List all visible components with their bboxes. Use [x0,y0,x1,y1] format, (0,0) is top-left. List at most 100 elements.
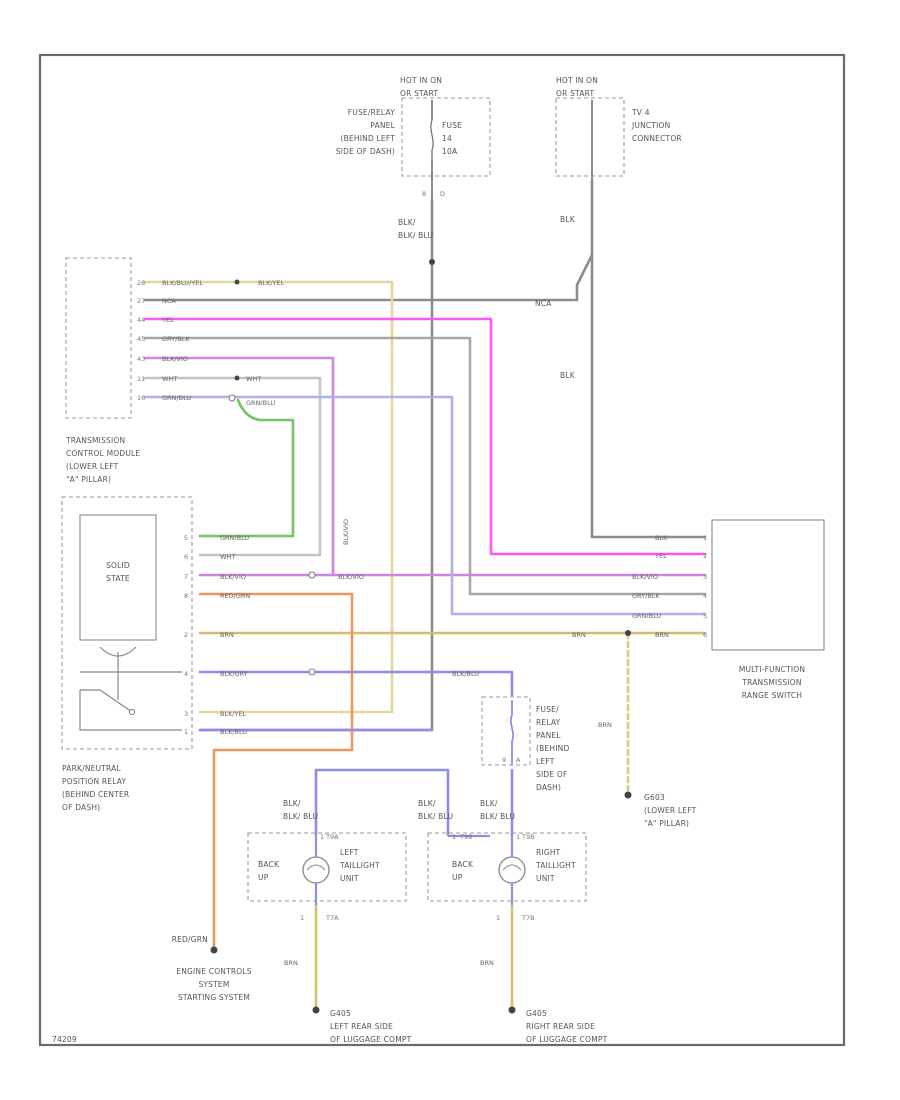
fuse2-wire-1: BLK/ [480,799,498,808]
relay-right-7: BLK/VIO [338,573,364,581]
fuse14-name: FUSE [442,121,462,130]
left-wire-1: BLK/ [283,799,301,808]
mfs-pin-4: 4 [703,592,707,600]
tcm-box [65,257,132,419]
label-blk-blu-top: BLK/ BLU [398,231,433,240]
relay-label-7: BLK/VIO [220,573,246,581]
right-pin-top: 1 [516,833,520,841]
right-unit-3: UNIT [536,874,555,883]
tcm-node-11 [234,375,240,381]
engine-node [210,946,218,954]
left-lamp-filament [306,864,326,871]
tcm-pin-45: 45 [137,335,145,343]
fuse2-element [509,700,515,765]
label-brn-vertical: BRN [598,721,612,729]
hot-right-line1: HOT IN ON [556,76,598,85]
junction-line3: CONNECTOR [632,134,682,143]
right-bottom-connector: T7B [521,914,535,922]
relay-pin-5: 5 [184,534,188,542]
wire-grn-blu-tcm [143,395,707,616]
tcm-label-45: GRY/BLK [162,335,190,343]
diagram-frame [38,53,846,1047]
left-lamp-label-2: UP [258,873,269,882]
wire-grn-blu-green [198,398,295,538]
relay-label-line1: PARK/NEUTRAL [62,764,121,773]
right-lamp-leads [448,834,514,905]
fuse-panel-line2: PANEL [370,121,395,130]
tcm-label-44: YEL [161,316,174,324]
mfs-box [711,519,825,651]
tcm-pins: 28 BLK/BLU/YEL BLK/YEL 27 NCA 44 YEL 45 … [137,279,285,407]
g603-line3: "A" PILLAR) [644,819,689,828]
right-unit-2: TAILLIGHT [535,861,576,870]
wire-gry-blk [143,336,707,596]
right-ground-1: G405 [526,1009,547,1018]
splice-fuse14 [429,259,435,265]
left-backup-lamp [302,856,330,884]
tcm-label-line2: CONTROL MODULE [66,449,140,458]
left-ground-2: LEFT REAR SIDE [330,1022,393,1031]
tcm-label-28: BLK/BLU/YEL [162,279,203,287]
fuse14-element [430,119,434,160]
mfs-label-line1: MULTI-FUNCTION [739,665,805,674]
wire-tail-bridge [314,768,450,837]
right-ground-2: RIGHT REAR SIDE [526,1022,595,1031]
left-ground-1: G405 [330,1009,351,1018]
mfs-label-line3: RANGE SWITCH [742,691,802,700]
left-wire: BLK/ BLU [283,812,318,821]
mfs-label-2: YEL [654,552,667,560]
splice-brn [625,630,631,636]
fuse-panel-line3: (BEHIND LEFT [340,134,395,143]
wire-blk-vio [143,356,707,577]
fuse2-line6: SIDE OF [536,770,568,779]
right-ground-3: OF LUGGAGE COMPT [526,1035,608,1044]
mfs-pin-5: 5 [703,612,707,620]
tcm-label-27: NCA [162,297,176,305]
engine-line3: STARTING SYSTEM [178,993,250,1002]
tcm-pin-43: 43 [137,355,145,363]
left-unit-2: TAILLIGHT [339,861,380,870]
diagram-id: 74209 [52,1035,77,1044]
right-connector-right: T9B [521,833,535,841]
tcm-label-line3: (LOWER LEFT [66,462,119,471]
ground-g603-node [624,791,632,799]
red-grn-end: RED/GRN [172,935,208,944]
wire-wht [143,376,322,557]
fuse2-box [481,696,531,766]
hot-left-line1: HOT IN ON [400,76,442,85]
relay-right-4: BLK/BLU [452,670,479,678]
fuse2-line2: RELAY [536,718,561,727]
label-blk-upper: BLK [560,215,576,224]
mfs-pins: BLK 1 YEL 2 BLK/VIO 3 GRY/BLK 4 GRN/BLU … [632,534,707,639]
relay-box [61,496,193,750]
wire-blk-blu-fuse14 [198,198,434,732]
wire-yel-pink [143,317,707,556]
tcm-node-28 [234,279,240,285]
left-pin-top: 1 [320,833,324,841]
label-nca-end: NCA [535,299,552,308]
wire-blk-yel [143,280,394,714]
left-connector: T9A [325,833,339,841]
solid-state-box [79,514,157,641]
hot-right-line2: OR START [556,89,594,98]
relay-label-8: RED/GRN [220,592,250,600]
fuse2-pin-bottom: A [516,756,521,764]
mfs-label-6: BRN [655,631,669,639]
tcm-right-28: BLK/YEL [258,279,285,287]
relay-pin-7: 7 [184,573,188,581]
relay-ring-7 [308,571,316,579]
wire-red-grn [198,592,354,950]
mfs-label-4: GRY/BLK [632,592,660,600]
relay-label-line2: POSITION RELAY [62,777,127,786]
tcm-pin-11: 11 [137,375,145,383]
right-pin-top-left: 1 [452,833,456,841]
relay-label-1: BLK/BLU [220,728,247,736]
left-unit-3: UNIT [340,874,359,883]
junction-box [555,97,625,177]
right-wire-left-1: BLK/ [418,799,436,808]
relay-label-line4: OF DASH) [62,803,100,812]
relay-ring-4 [308,668,316,676]
mfs-label-line2: TRANSMISSION [741,678,801,687]
tcm-right-11: WHT [246,375,261,383]
